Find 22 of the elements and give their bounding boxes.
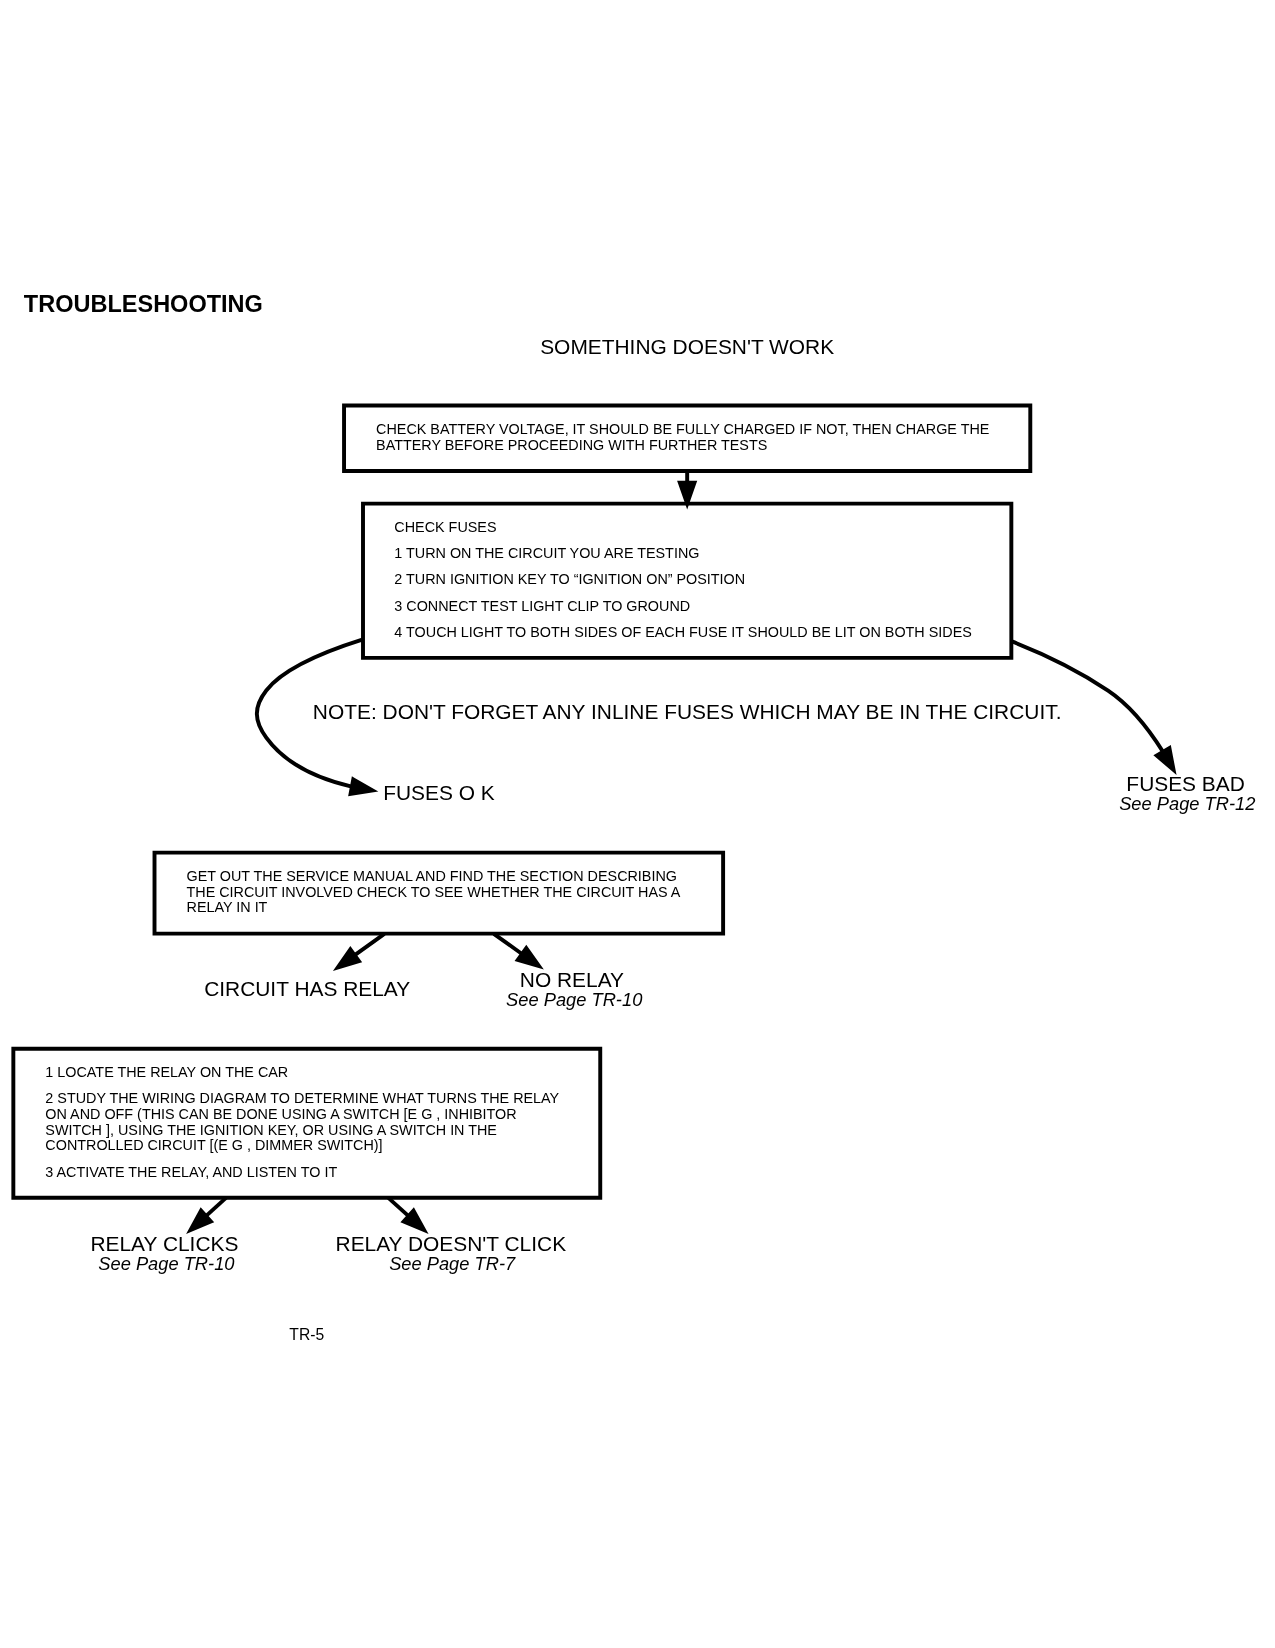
- arrow: [387, 1195, 429, 1234]
- label: TR-5: [289, 1325, 325, 1343]
- arrow: [186, 1195, 228, 1234]
- node-box: CHECK BATTERY VOLTAGE, IT SHOULD BE FULLY CHARGED IF NOT, THEN CHARGE THE BATTERY BEFORE PROCEEDING WITH FURTHER TESTS: [342, 403, 1033, 473]
- node-label: See Page TR-10: [506, 988, 643, 1010]
- node-box: CHECK FUSES 1 TURN ON THE CIRCUIT YOU ARE TESTING 2 TURN IGNITION KEY TO “IGNITION ON” POSITION 3 CONNECT TEST LIGHT CLIP TO GROUND 4 TOUCH LIGHT TO BOTH SIDES OF EACH FUSE IT SHOULD BE LIT ON BOTH SIDES: [361, 501, 1014, 660]
- node-label: See Page TR-10: [98, 1252, 235, 1274]
- node-label: See Page TR-7: [389, 1252, 516, 1274]
- label: NOTE: DON'T FORGET ANY INLINE FUSES WHICH MAY BE IN THE CIRCUIT.: [312, 699, 1062, 723]
- node-box: 1 LOCATE THE RELAY ON THE CAR 2 STUDY THE WIRING DIAGRAM TO DETERMINE WHAT TURNS THE RELAY ON AND OFF (THIS CAN BE DONE USING A SWITCH [E G , INHIBITOR SWITCH ], USING THE IGNITION KEY, OR USING A SWITCH IN THE CONTROLLED CIRCUIT [(E G , DIMMER SWITCH)] 3 ACTIVATE THE RELAY, AND LISTEN TO IT: [11, 1046, 603, 1200]
- label: SOMETHING DOESN'T WORK: [540, 334, 835, 358]
- arrow: [255, 637, 379, 796]
- node-text: FUSES O K: [383, 780, 495, 804]
- node-text: CIRCUIT HAS RELAY: [204, 976, 411, 1000]
- arrow: [1011, 639, 1177, 775]
- node-text: RELAY DOESN'T CLICK: [335, 1231, 567, 1255]
- node-label: See Page TR-12: [1119, 792, 1256, 814]
- node-text: FUSES BAD: [1126, 771, 1245, 795]
- node-box: GET OUT THE SERVICE MANUAL AND FIND THE SECTION DESCRIBING THE CIRCUIT INVOLVED CHECK TO SEE WHETHER THE CIRCUIT HAS A RELAY IN IT: [152, 850, 726, 936]
- node-text: RELAY CLICKS: [90, 1231, 239, 1255]
- diagram-title: TROUBLESHOOTING: [23, 290, 263, 317]
- node-text: NO RELAY: [519, 967, 625, 991]
